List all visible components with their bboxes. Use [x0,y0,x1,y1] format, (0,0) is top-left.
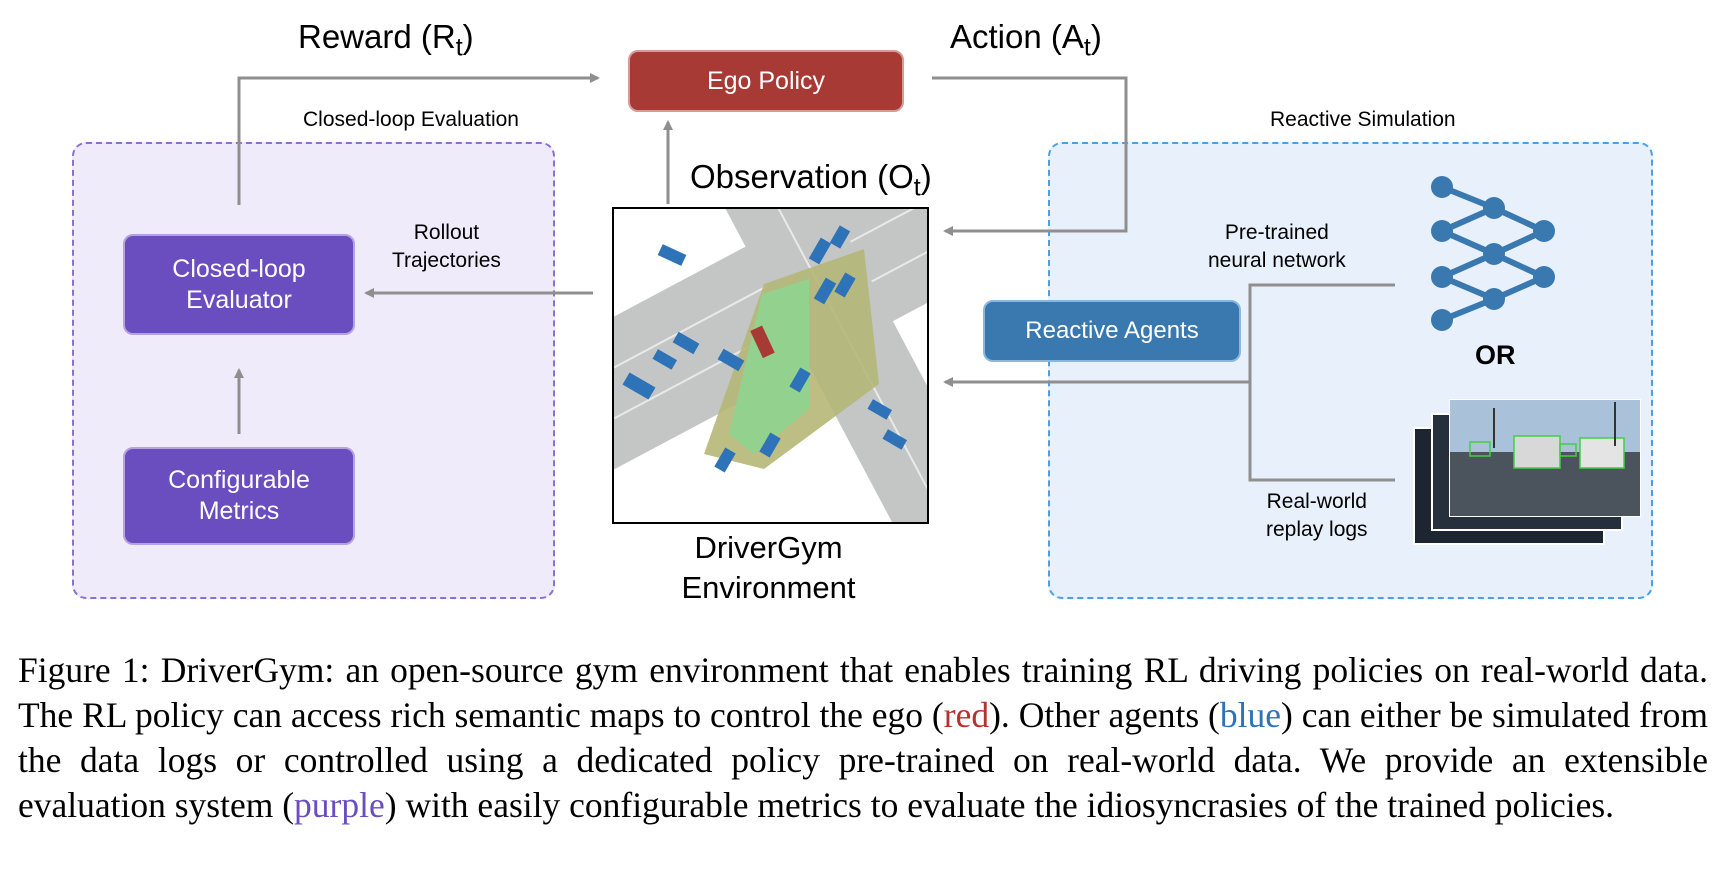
figure: Reward (Rt) Action (At) Observation (Ot)… [72,18,1653,605]
action-arrow [932,76,1128,236]
replay-logs-image [1413,399,1641,545]
caption-red-word: red [943,695,990,735]
closed-loop-panel-title: Closed-loop Evaluation [303,108,519,131]
neural-network-icon [1431,176,1555,331]
reactive-agents-box: Reactive Agents [983,300,1241,362]
semantic-map [612,207,929,524]
or-label: OR [1475,340,1516,370]
caption-purple-word: purple [294,785,385,825]
connector-arrows [234,73,1395,482]
caption-blue-word: blue [1219,695,1281,735]
reactive-panel-title: Reactive Simulation [1270,108,1456,131]
ego-policy-box: Ego Policy [628,50,904,112]
neural-network-connector [1248,283,1395,482]
reward-label: Reward (Rt) [298,18,474,62]
observation-label: Observation (Ot) [690,158,932,202]
action-label: Action (At) [950,18,1102,62]
figure-caption: Figure 1: DriverGym: an open-source gym … [18,650,1708,825]
reward-arrow [237,73,600,205]
